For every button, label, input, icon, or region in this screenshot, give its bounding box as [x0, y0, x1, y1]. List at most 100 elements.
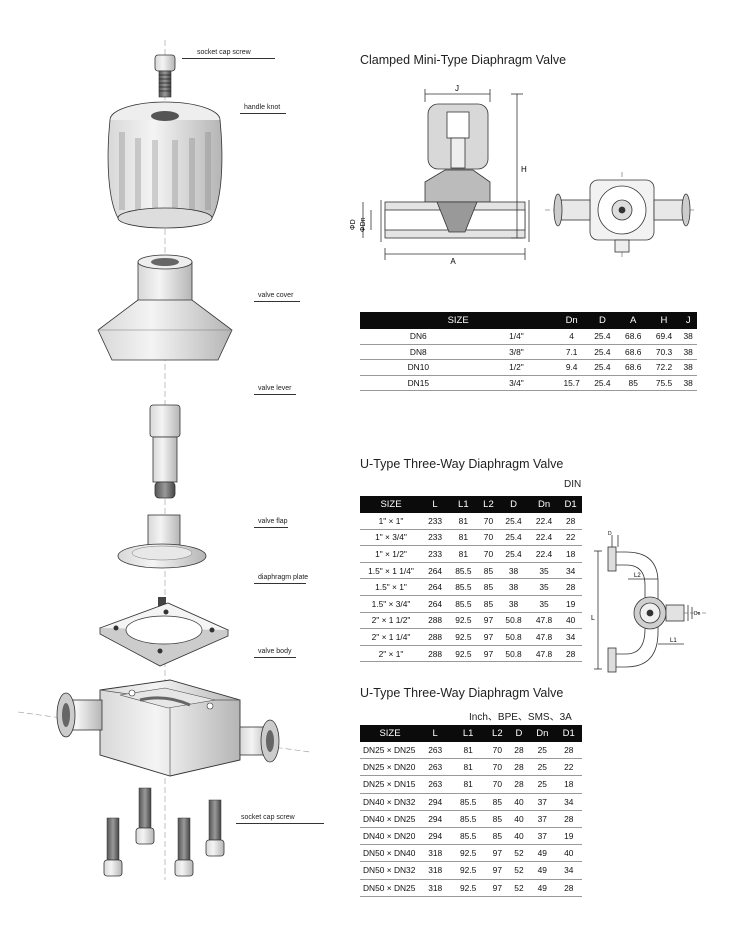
- cell: 81: [450, 758, 486, 777]
- cell: 263: [420, 742, 451, 760]
- cell: 81: [450, 742, 486, 760]
- cell: 1" × 1/2": [360, 545, 422, 563]
- cell: 97: [485, 844, 509, 863]
- dim-a: A: [450, 257, 456, 266]
- cell: 52: [508, 861, 530, 880]
- col-header: L2: [485, 725, 509, 742]
- cell: 318: [420, 879, 451, 897]
- cell: 25: [529, 758, 556, 777]
- cell: 294: [420, 810, 451, 828]
- cell: 264: [422, 562, 449, 580]
- col-header: L: [422, 496, 449, 513]
- cell: 25: [529, 775, 556, 794]
- cell: 288: [422, 628, 449, 646]
- cell: 294: [420, 793, 451, 811]
- cell: 75.5: [648, 375, 680, 391]
- cell: 22.4: [528, 545, 560, 563]
- cell: 38: [498, 578, 529, 596]
- cell: 40: [508, 793, 530, 811]
- u-inch-title: U-Type Three-Way Diaphragm Valve: [360, 686, 564, 700]
- cell: 35: [528, 562, 560, 580]
- cell: DN25 × DN20: [360, 758, 420, 777]
- cell: 85: [478, 578, 499, 596]
- cell: 15.7: [556, 375, 588, 391]
- cell: 35: [528, 578, 560, 596]
- cell: 1/4": [476, 329, 557, 345]
- cell: 92.5: [448, 628, 479, 646]
- cell: DN25 × DN15: [360, 775, 420, 794]
- cell: 288: [422, 645, 449, 663]
- cell: 38: [679, 344, 697, 360]
- cell: DN8: [360, 344, 477, 360]
- cell: 49: [529, 861, 556, 880]
- exploded-view: socket cap screw handle knot valve cover…: [0, 0, 345, 921]
- cell: 92.5: [450, 844, 486, 863]
- cell: 318: [420, 844, 451, 863]
- cell: 38: [679, 375, 697, 391]
- cell: 19: [559, 595, 582, 613]
- cell: 85: [485, 827, 509, 846]
- cell: 81: [448, 545, 479, 563]
- cell: 28: [559, 578, 582, 596]
- cell: 1.5" × 1 1/4": [360, 562, 422, 580]
- cell: 38: [498, 562, 529, 580]
- cell: 233: [422, 545, 449, 563]
- cell: 97: [478, 628, 499, 646]
- leader-line: [254, 301, 300, 302]
- cell: DN6: [360, 329, 477, 345]
- dim-d: ΦD: [350, 219, 357, 230]
- cell: DN10: [360, 359, 477, 376]
- col-header: D: [508, 725, 530, 742]
- cell: 28: [555, 810, 582, 828]
- cell: 70: [478, 529, 499, 547]
- cell: 28: [508, 775, 530, 794]
- cell: 22: [555, 758, 582, 777]
- cell: 25.4: [498, 529, 529, 547]
- cell: 1.5" × 1": [360, 578, 422, 596]
- col-header: D1: [559, 496, 582, 513]
- valve-lever: [149, 404, 181, 499]
- cell: 68.6: [617, 344, 649, 360]
- cell: 37: [529, 793, 556, 811]
- col-header: L1: [448, 496, 479, 513]
- col-header: D: [587, 312, 618, 329]
- cell: 25.4: [587, 375, 618, 391]
- dim-d: D: [608, 531, 612, 537]
- cell: 19: [555, 827, 582, 846]
- cell: 69.4: [648, 329, 680, 345]
- cell: 25.4: [587, 344, 618, 360]
- cell: 4: [556, 329, 588, 345]
- cell: 81: [450, 775, 486, 794]
- cell: DN25 × DN25: [360, 742, 420, 760]
- leader-line: [254, 583, 306, 584]
- cell: 1" × 1": [360, 513, 422, 530]
- u-valve-drawing: L L2 L1 D Dn: [591, 531, 706, 673]
- cell: DN50 × DN25: [360, 879, 420, 897]
- cell: 3/4": [476, 375, 557, 391]
- label-valve-flap: valve flap: [258, 518, 288, 525]
- cell: 85.5: [448, 578, 479, 596]
- cell: 1" × 3/4": [360, 529, 422, 547]
- cell: 70: [478, 545, 499, 563]
- dim-dn: Dn: [694, 611, 701, 617]
- cell: 40: [555, 844, 582, 863]
- mini-valve-title: Clamped Mini-Type Diaphragm Valve: [360, 53, 567, 67]
- cell: 68.6: [617, 329, 649, 345]
- col-header: D: [498, 496, 529, 513]
- cell: 70.3: [648, 344, 680, 360]
- col-header: L2: [478, 496, 499, 513]
- leader-line: [254, 527, 288, 528]
- cell: 25.4: [498, 545, 529, 563]
